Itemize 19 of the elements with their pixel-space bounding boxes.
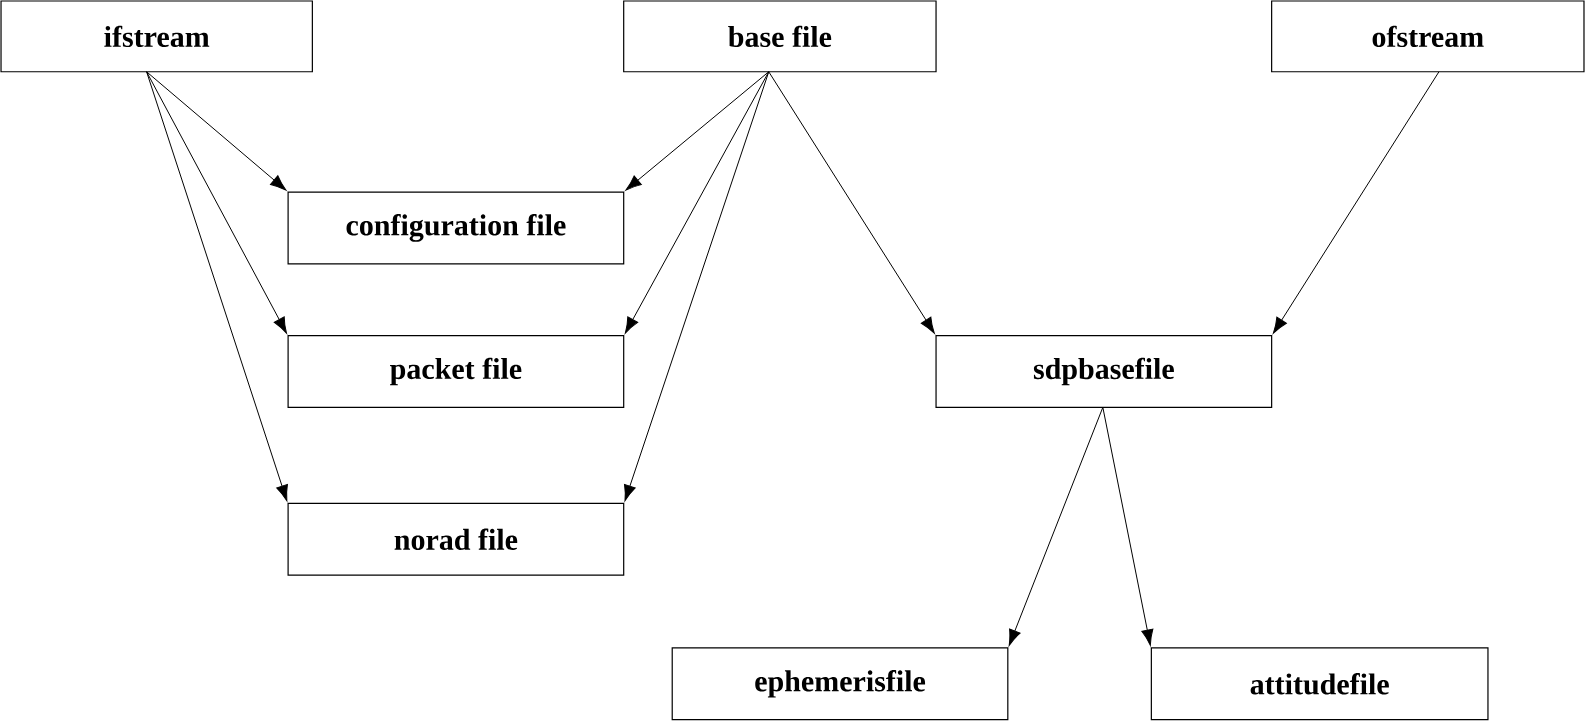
class-box: ephemerisfile (671, 647, 1009, 721)
class-box: packet file (287, 334, 625, 408)
arrow (146, 71, 288, 502)
arrow (146, 71, 287, 334)
arrow (1102, 406, 1154, 646)
class-box: ifstream (0, 0, 313, 73)
class-box: ofstream (1271, 0, 1585, 73)
class-box: sdpbasefile (935, 334, 1273, 408)
arrow (624, 71, 770, 334)
arrow (1008, 406, 1104, 646)
class-box: configuration file (287, 191, 625, 265)
class-box: attitudefile (1150, 647, 1489, 721)
arrow (624, 71, 770, 502)
arrow (1272, 71, 1440, 334)
class-box: norad file (287, 502, 625, 576)
arrow (146, 71, 287, 191)
class-box: base file (623, 0, 937, 73)
arrow (768, 71, 935, 334)
arrow (625, 71, 770, 191)
